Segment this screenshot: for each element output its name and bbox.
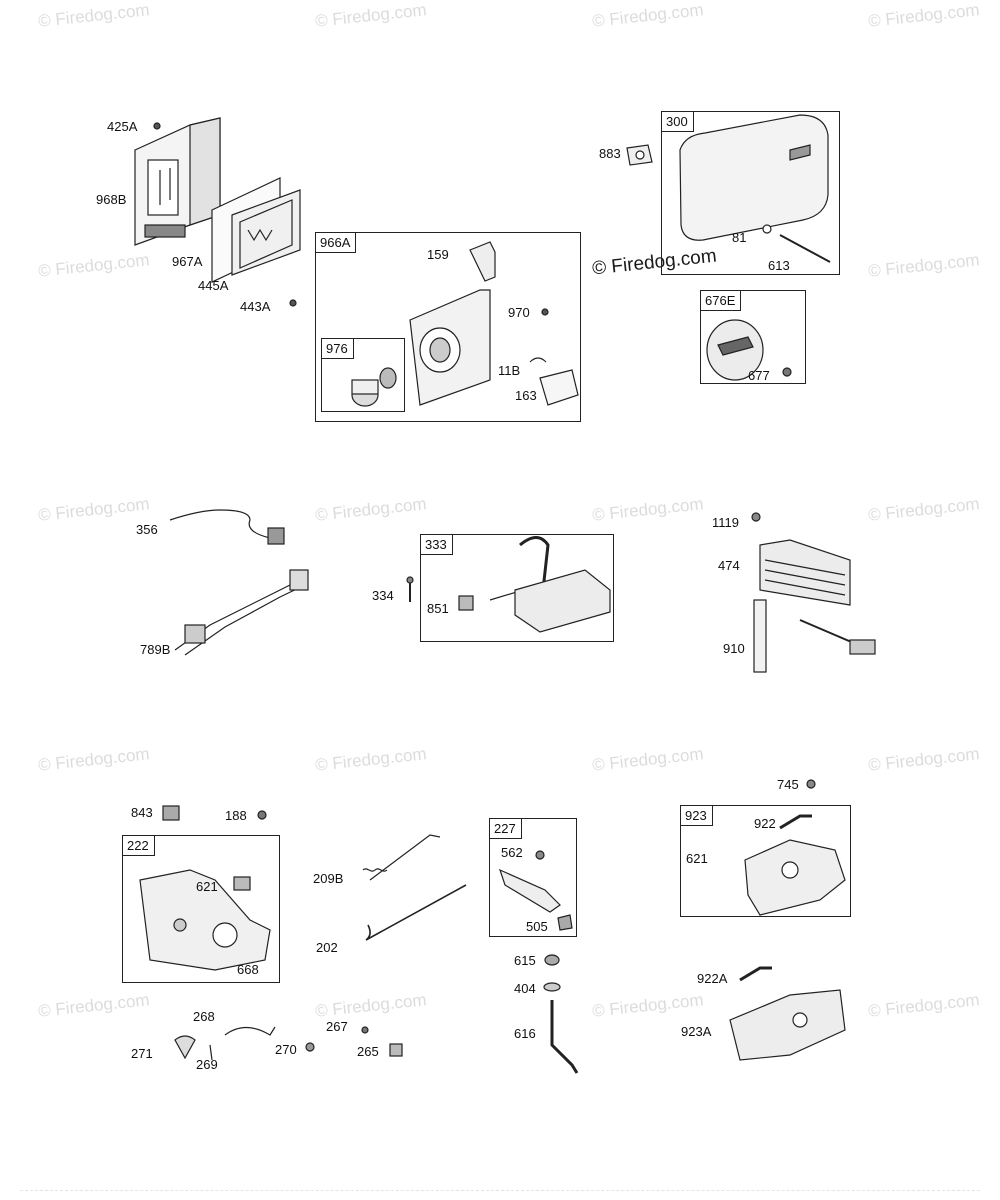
part-label: 922A	[697, 971, 728, 986]
box-966A-tag: 966A	[316, 233, 357, 253]
part-label: 745	[777, 777, 799, 792]
part-label: 1119	[712, 515, 739, 530]
spacer-illustration	[162, 805, 180, 821]
primer-bulb-illustration	[351, 367, 397, 407]
part-label: 923A	[681, 1024, 712, 1039]
box-923: 923	[680, 805, 851, 917]
part-label: 425A	[107, 119, 138, 134]
part-label: 81	[732, 230, 747, 245]
part-label: 968B	[96, 192, 127, 207]
governor-link-illustration	[365, 884, 467, 941]
part-label: 268	[193, 1009, 215, 1024]
part-label: 883	[599, 146, 621, 161]
page-footer-rule	[20, 1190, 980, 1195]
part-label: 851	[427, 601, 449, 616]
part-label: 621	[196, 879, 218, 894]
screw-illustration	[257, 810, 267, 820]
part-label: 668	[237, 962, 259, 977]
part-label: 789B	[140, 642, 171, 657]
part-label: 443A	[240, 299, 271, 314]
screw-illustration	[406, 576, 414, 602]
part-label: 562	[501, 845, 523, 860]
box-222: 222	[122, 835, 280, 983]
part-label: 445A	[198, 278, 229, 293]
box-676E: 676E	[700, 290, 806, 384]
control-plate-illustration	[729, 966, 846, 1061]
nut-illustration	[544, 954, 560, 966]
part-label: 202	[316, 940, 338, 955]
box-976-tag: 976	[322, 339, 354, 359]
part-label: 922	[754, 816, 776, 831]
box-333: 333	[420, 534, 614, 642]
part-label: 615	[514, 953, 536, 968]
air-filter-illustration	[211, 177, 301, 307]
washer-illustration	[543, 982, 561, 992]
box-227: 227	[489, 818, 577, 937]
throttle-lever-illustration	[499, 850, 573, 931]
part-label: 621	[686, 851, 708, 866]
part-label: 910	[723, 641, 745, 656]
box-976: 976	[321, 338, 405, 412]
box-676E-tag: 676E	[701, 291, 742, 311]
part-label: 474	[718, 558, 740, 573]
box-300-tag: 300	[662, 112, 694, 132]
part-label: 843	[131, 805, 153, 820]
gasket-illustration	[626, 144, 653, 166]
box-333-tag: 333	[421, 535, 453, 555]
box-923-tag: 923	[681, 806, 713, 826]
part-label: 269	[196, 1057, 218, 1072]
part-label: 613	[768, 258, 790, 273]
muffler-guard-illustration	[706, 319, 792, 381]
part-label: 967A	[172, 254, 203, 269]
control-bracket-illustration	[139, 869, 271, 971]
part-label: 267	[326, 1019, 348, 1034]
part-label: 163	[515, 388, 537, 403]
bracket-illustration	[409, 241, 579, 406]
part-label: 970	[508, 305, 530, 320]
part-label: 270	[275, 1042, 297, 1057]
cylinder-head-illustration	[751, 512, 876, 673]
part-label: 404	[514, 981, 536, 996]
governor-spring-illustration	[362, 834, 441, 881]
muffler-illustration	[679, 114, 831, 263]
box-227-tag: 227	[490, 819, 522, 839]
part-label: 334	[372, 588, 394, 603]
part-label: 677	[748, 368, 770, 383]
part-label: 11B	[498, 363, 521, 378]
part-label: 265	[357, 1044, 379, 1059]
part-label: 209B	[313, 871, 344, 886]
governor-shaft-illustration	[550, 1000, 579, 1074]
screw-illustration	[806, 779, 816, 789]
part-label: 159	[427, 247, 449, 262]
box-966A: 966A	[315, 232, 581, 422]
part-label: 616	[514, 1026, 536, 1041]
brake-cable-illustration	[174, 1026, 403, 1061]
air-cleaner-base-illustration	[134, 117, 221, 246]
part-label: 188	[225, 808, 247, 823]
part-label: 505	[526, 919, 548, 934]
part-label: 271	[131, 1046, 153, 1061]
part-label: 356	[136, 522, 158, 537]
control-plate-illustration	[744, 814, 846, 916]
box-300: 300	[661, 111, 840, 275]
ignition-armature-illustration	[458, 536, 611, 633]
ground-wire-illustration	[169, 509, 285, 545]
wire-harness-illustration	[174, 569, 309, 656]
box-222-tag: 222	[123, 836, 155, 856]
